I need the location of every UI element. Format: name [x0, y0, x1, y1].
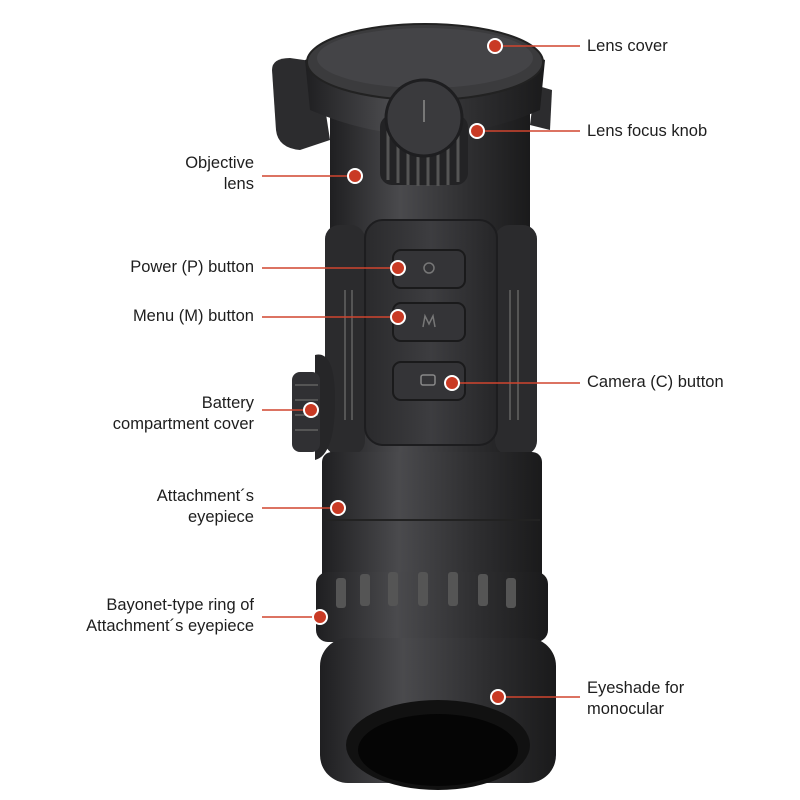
- label-text: Lens cover: [587, 37, 668, 55]
- dot-objective-lens: [347, 168, 363, 184]
- label-text: Attachment´s eyepiece: [86, 617, 254, 635]
- menu-m-icon: [422, 313, 436, 328]
- dot-bayonet-ring: [312, 609, 328, 625]
- label-attachment-eyepiece: Attachment´s eyepiece: [157, 486, 254, 528]
- side-grip-right: [495, 225, 537, 455]
- label-text: Battery: [201, 394, 254, 412]
- dot-focus-knob: [469, 123, 485, 139]
- label-bayonet-ring: Bayonet-type ring of Attachment´s eyepiec…: [86, 595, 254, 637]
- label-camera-button: Camera (C) button: [587, 372, 724, 393]
- label-objective-lens: Objective lens: [185, 153, 254, 195]
- dot-battery-cover: [303, 402, 319, 418]
- callout-dots: [303, 38, 506, 705]
- label-battery-cover: Battery compartment cover: [113, 393, 254, 435]
- label-text: lens: [223, 175, 254, 193]
- dot-eyepiece: [330, 500, 346, 516]
- camera-icon: [420, 374, 436, 386]
- label-lens-cover: Lens cover: [587, 36, 668, 57]
- label-text: Menu (M) button: [132, 307, 254, 325]
- label-text: eyepiece: [187, 508, 254, 526]
- label-text: monocular: [587, 700, 665, 718]
- label-text: Bayonet-type ring of: [106, 596, 254, 614]
- label-text: compartment cover: [112, 415, 254, 433]
- label-menu-button: Menu (M) button: [133, 306, 254, 327]
- label-text: Power (P) button: [130, 258, 254, 276]
- label-eyeshade: Eyeshade for monocular: [587, 678, 684, 720]
- label-text: Objective: [185, 154, 254, 172]
- camera-button[interactable]: [392, 361, 466, 401]
- callout-lines: [262, 45, 580, 698]
- label-text: Attachment´s: [156, 487, 254, 505]
- label-text: Lens focus knob: [587, 122, 708, 140]
- label-text: Eyeshade for: [587, 679, 685, 697]
- dot-power-button: [390, 260, 406, 276]
- label-lens-focus-knob: Lens focus knob: [587, 121, 707, 142]
- dot-camera-button: [444, 375, 460, 391]
- menu-button[interactable]: [392, 302, 466, 342]
- dot-eyeshade: [490, 689, 506, 705]
- dot-lens-cover: [487, 38, 503, 54]
- power-icon: [423, 262, 435, 274]
- label-text: Camera (C) button: [587, 373, 724, 391]
- bayonet-ring: [316, 572, 548, 642]
- lens-focus-knob: [380, 78, 468, 186]
- dot-menu-button: [390, 309, 406, 325]
- eyeshade: [320, 638, 556, 790]
- label-power-button: Power (P) button: [130, 257, 254, 278]
